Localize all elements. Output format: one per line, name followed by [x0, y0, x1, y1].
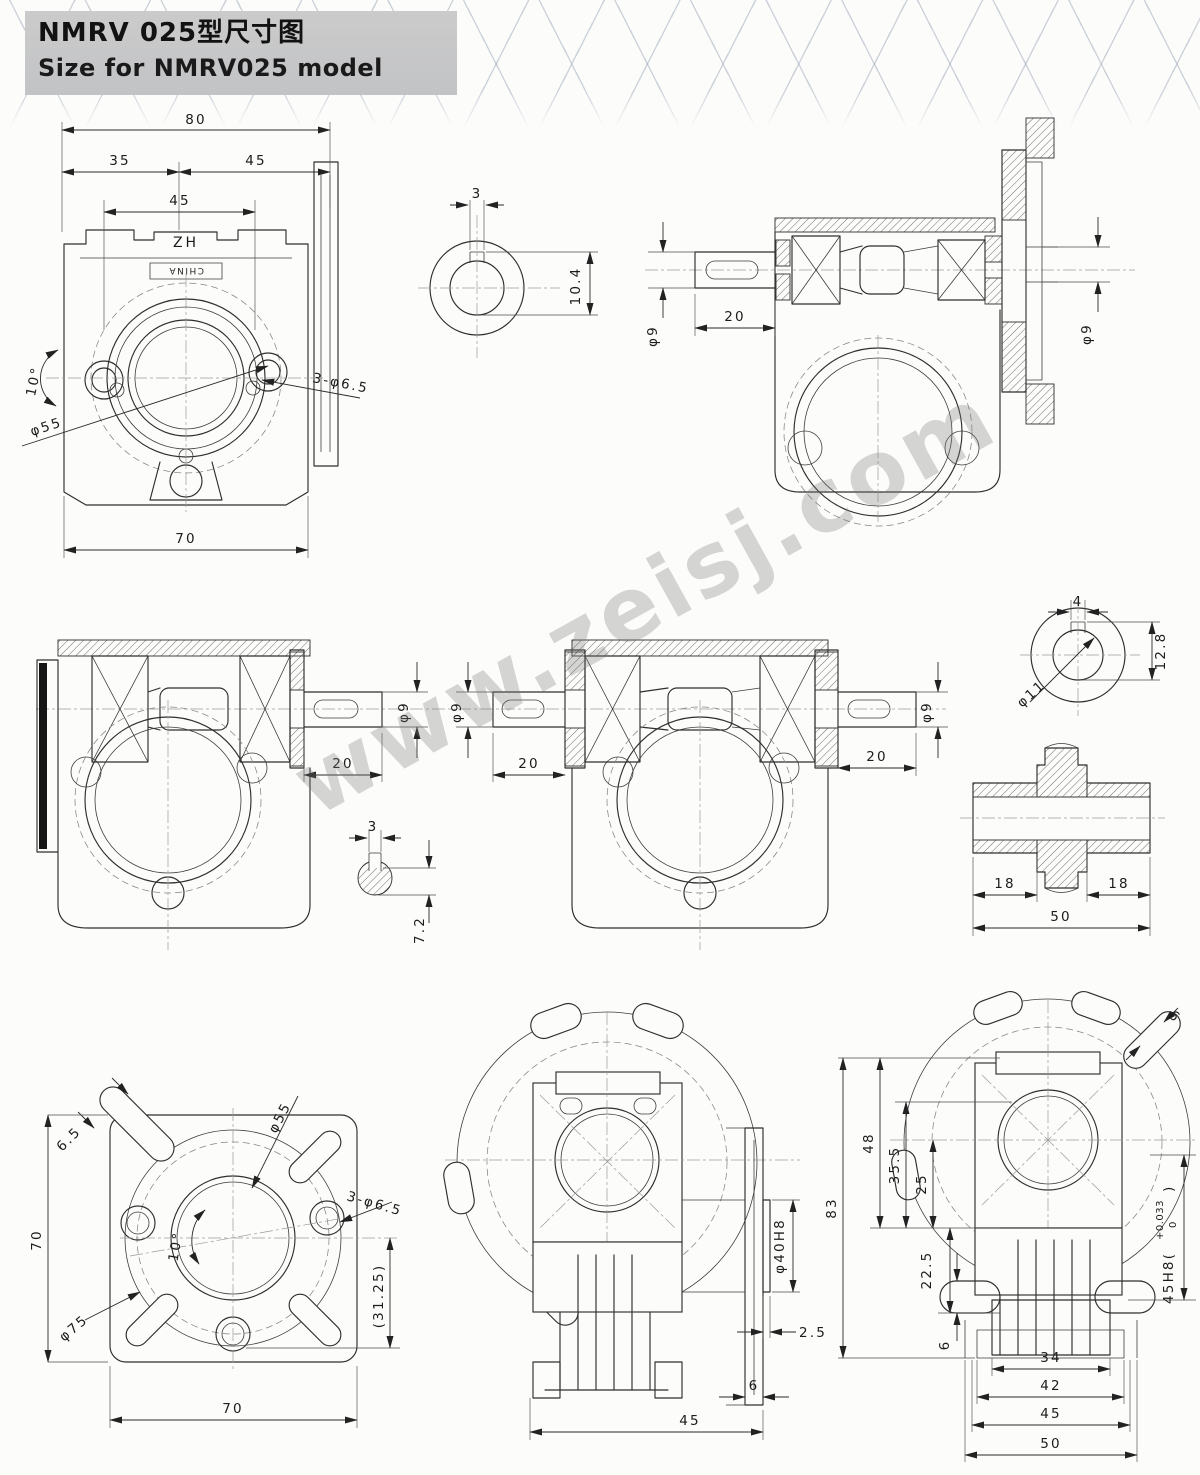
dim-22-5: 22.5 [919, 1251, 935, 1290]
hollow-bore-dimensions: 4 12.8 φ11 [1014, 594, 1169, 711]
dim-50: 50 [1040, 1436, 1062, 1452]
dim-phi11: φ11 [1014, 677, 1049, 711]
label-country: CHINA [168, 265, 204, 275]
dim-34: 34 [1040, 1350, 1062, 1366]
dim-phi40H8: φ40H8 [772, 1218, 788, 1274]
dim-45: 45 [1040, 1406, 1062, 1422]
dim-20-right: 20 [866, 749, 888, 765]
dim-45-inner: 45 [169, 193, 191, 209]
dim-35-5: 35.5 [887, 1146, 903, 1185]
view-input-keyway: 3 10.4 [418, 186, 598, 358]
input-section-geometry [645, 117, 1135, 527]
label-brand: ZH [173, 235, 199, 251]
input-keyway-geometry [418, 200, 560, 358]
dim-48: 48 [861, 1132, 877, 1154]
rear-face-geometry [99, 1086, 398, 1372]
view-output-double: φ9 20 20 φ9 [449, 639, 948, 950]
dim-phi9-left: φ9 [449, 701, 465, 723]
view-side-flange: φ40H8 2.5 6 45 [443, 1002, 827, 1440]
dim-12-8: 12.8 [1153, 632, 1169, 671]
dim-45: 45 [679, 1413, 701, 1429]
dim-phi55: φ55 [265, 1100, 294, 1136]
output-double-geometry [458, 639, 946, 950]
dim-6: 6 [749, 1378, 760, 1394]
dim-83: 83 [824, 1197, 840, 1219]
dim-3-phi6-5: 3-φ6.5 [345, 1188, 404, 1219]
dim-45H8-tol-lower: 0 [1168, 1221, 1179, 1228]
dim-18-left: 18 [994, 876, 1016, 892]
dim-45-right: 45 [245, 153, 267, 169]
dim-3-phi6-5: 3-φ6.5 [311, 370, 370, 397]
dim-42: 42 [1040, 1378, 1062, 1394]
view-rear-face: 6.5 φ55 3-φ6.5 10° 70 φ75 (31.25) 70 [29, 1077, 404, 1428]
view-wheel-sleeve: 18 18 50 [960, 743, 1165, 936]
input-keyway-dimensions: 3 10.4 [450, 186, 598, 316]
side-dimensioned-dims: 6 83 48 35.5 25 22.5 6 45H8( +0.033 0 [824, 1008, 1196, 1462]
output-double-dimensions: φ9 20 20 φ9 [449, 662, 948, 782]
hollow-bore-geometry [1020, 600, 1140, 716]
view-output-single: φ9 20 3 7.2 [36, 639, 455, 950]
wheel-sleeve-dimensions: 18 18 50 [972, 857, 1151, 936]
dim-20-left: 20 [518, 756, 540, 772]
dim-45H8: 45H8( [1161, 1252, 1177, 1304]
side-flange-dimensions: φ40H8 2.5 6 45 [529, 1199, 827, 1440]
dim-45H8-tol-upper: +0.033 [1155, 1200, 1166, 1240]
dim-6-left: 6 [937, 1340, 953, 1351]
dim-18-right: 18 [1108, 876, 1130, 892]
output-single-dimensions: φ9 20 3 7.2 [303, 662, 436, 944]
dim-70: 70 [175, 531, 197, 547]
dim-31-25: (31.25) [371, 1264, 387, 1329]
dim-key-7-2: 7.2 [412, 916, 428, 944]
rear-face-dimensions: 6.5 φ55 3-φ6.5 10° 70 φ75 (31.25) 70 [29, 1077, 404, 1428]
dim-phi9-right: φ9 [919, 701, 935, 723]
dim-70-height: 70 [29, 1229, 45, 1251]
view-front-flange: 80 35 45 45 70 10° φ55 3-φ6.5 ZH CHINA [21, 112, 370, 558]
page-title-en: Size for NMRV025 model [38, 54, 383, 82]
dim-50: 50 [1050, 909, 1072, 925]
view-hollow-bore-keyway: 4 12.8 φ11 [1014, 594, 1169, 716]
view-input-section: φ9 20 φ9 [645, 117, 1135, 527]
view-side-dimensioned: 6 83 48 35.5 25 22.5 6 45H8( +0.033 0 [824, 990, 1196, 1462]
title-block: NMRV 025型尺寸图 Size for NMRV025 model [25, 11, 457, 95]
dim-key-3: 3 [368, 819, 379, 835]
dim-key-width-3: 3 [472, 186, 483, 202]
side-flange-geometry [443, 1002, 800, 1406]
dim-70-width: 70 [222, 1401, 244, 1417]
side-dimensioned-geometry [890, 990, 1196, 1359]
dim-2-5: 2.5 [799, 1325, 827, 1341]
dim-20: 20 [724, 309, 746, 325]
input-section-dimensions: φ9 20 φ9 [645, 217, 1110, 347]
output-single-geometry [36, 639, 455, 950]
dim-phi55: φ55 [28, 414, 64, 439]
dim-slot-6-5: 6.5 [54, 1124, 85, 1155]
dim-phi75: φ75 [56, 1312, 91, 1345]
wheel-sleeve-geometry [960, 743, 1165, 893]
page-title-zh: NMRV 025型尺寸图 [38, 18, 306, 48]
dim-phi9-right: φ9 [1079, 323, 1095, 345]
dim-80: 80 [185, 112, 207, 128]
dim-angle-10: 10° [166, 1230, 187, 1263]
dim-key-4: 4 [1073, 594, 1084, 610]
dim-45H8-close: ) [1161, 1185, 1177, 1192]
front-dimensions: 80 35 45 45 70 10° φ55 3-φ6.5 ZH CHINA [21, 112, 370, 558]
dim-phi9-left: φ9 [645, 325, 661, 347]
dim-20: 20 [332, 756, 354, 772]
dim-phi9: φ9 [396, 701, 412, 723]
dim-angle-10: 10° [23, 365, 45, 398]
front-geometry [46, 161, 339, 512]
dim-key-depth-10-4: 10.4 [568, 267, 584, 306]
dim-35: 35 [109, 153, 131, 169]
dim-25: 25 [914, 1173, 930, 1195]
